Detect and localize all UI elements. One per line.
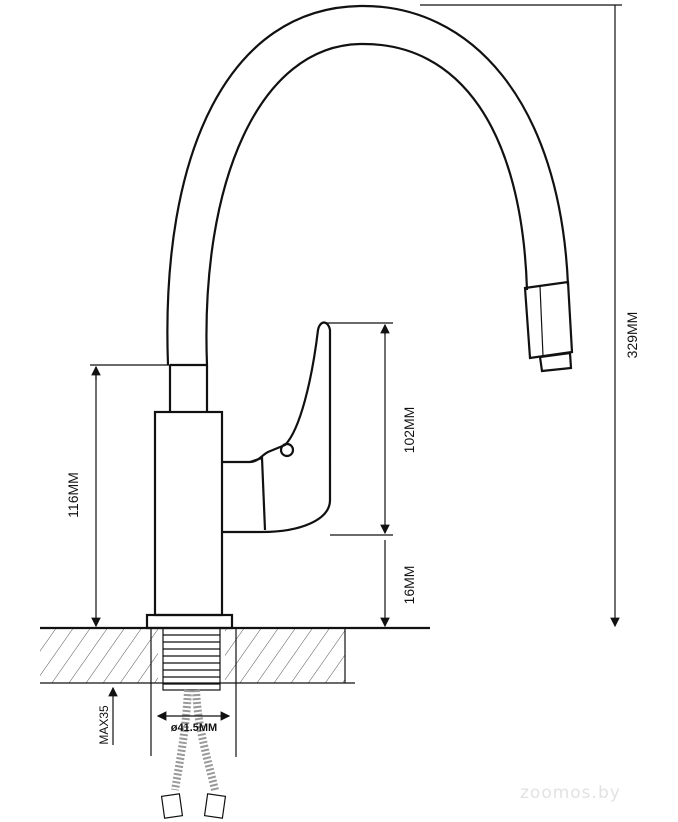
dimension-label-base-height: 16MM bbox=[401, 566, 417, 605]
dimension-base-height: 16MM bbox=[380, 540, 417, 628]
spout bbox=[166, 4, 570, 366]
dimension-hole-diameter: ø41.5MM bbox=[150, 628, 237, 757]
dimension-label-body-height: 116MM bbox=[65, 472, 81, 518]
supply-hoses bbox=[160, 689, 227, 819]
lever-handle bbox=[222, 321, 332, 534]
dimension-label-max-thickness: MAX35 bbox=[97, 705, 111, 745]
dimension-max-thickness: MAX35 bbox=[97, 686, 118, 745]
aerator-nozzle bbox=[523, 280, 574, 373]
dimension-body-height: 116MM bbox=[65, 364, 170, 628]
threaded-shank bbox=[162, 627, 221, 691]
dimension-label-total-height: 329MM bbox=[624, 312, 640, 359]
faucet-body bbox=[145, 363, 234, 630]
dimension-label-hole-diameter: ø41.5MM bbox=[171, 722, 217, 734]
dimension-total-height: 329MM bbox=[420, 4, 640, 628]
countertop bbox=[40, 626, 430, 684]
dimension-handle-height: 102MM bbox=[325, 322, 417, 536]
dimension-label-handle-height: 102MM bbox=[401, 407, 417, 454]
watermark: zoomos.by bbox=[520, 783, 621, 803]
